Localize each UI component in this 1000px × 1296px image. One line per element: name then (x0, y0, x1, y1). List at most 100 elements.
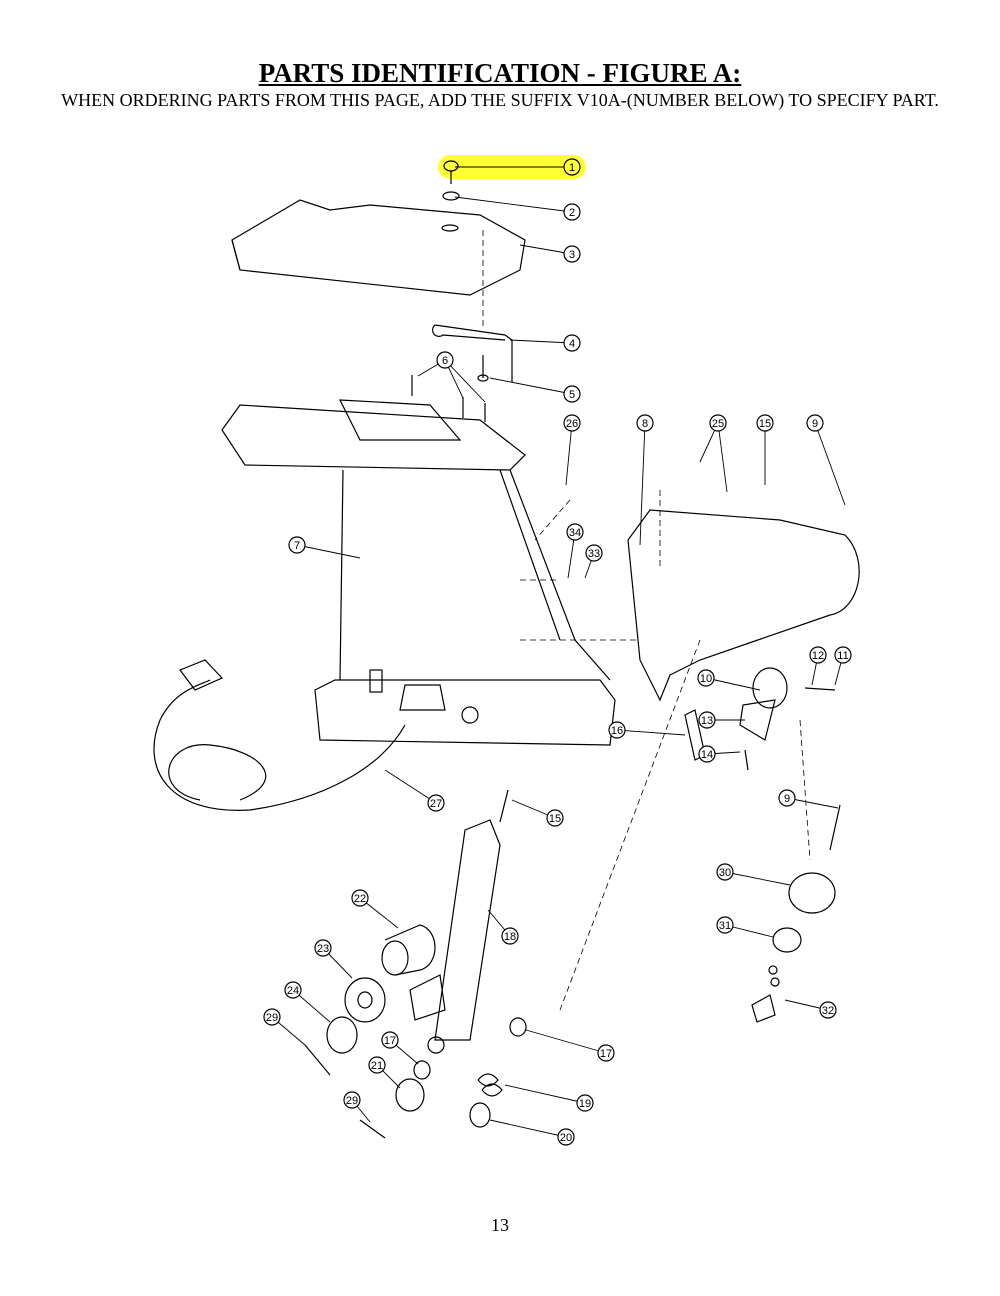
callout-9: 9 (778, 789, 839, 809)
leader-line (705, 677, 761, 691)
part-bracket (432, 324, 513, 382)
callout-circle (756, 414, 774, 432)
callout-circle (546, 809, 564, 827)
callout-circle (834, 646, 852, 664)
callout-circle (288, 536, 306, 554)
callout-label: 13 (701, 715, 713, 727)
callout-circle (263, 1008, 281, 1026)
callout-29: 29 (343, 1091, 371, 1123)
callout-label: 10 (700, 673, 712, 685)
callout-17: 17 (381, 1031, 419, 1065)
callout-circle (709, 414, 727, 432)
callout-15: 15 (756, 414, 774, 485)
part-roller (384, 924, 436, 976)
callout-label: 4 (569, 338, 575, 350)
callout-30: 30 (716, 863, 791, 886)
leader-line (489, 1119, 567, 1138)
callout-15: 15 (511, 799, 564, 827)
leader-line (454, 196, 573, 213)
callout-label: 12 (812, 650, 824, 662)
callout-label: 31 (719, 920, 731, 932)
leader-line (616, 729, 686, 736)
callout-circle (563, 158, 581, 176)
part-spring (477, 1073, 503, 1097)
callout-label: 29 (346, 1095, 358, 1107)
part-power-cord (153, 679, 406, 811)
callout-13: 13 (698, 711, 745, 729)
callout-label: 11 (837, 650, 848, 662)
leader-line (565, 422, 573, 486)
callout-14: 14 (698, 745, 741, 763)
leader-line (786, 797, 839, 809)
part-lever (434, 819, 501, 1041)
leader-line (525, 1029, 607, 1054)
callout-16: 16 (608, 721, 686, 739)
callout-1: 1 (455, 158, 581, 176)
callout-circle (585, 544, 603, 562)
callout-31: 31 (716, 916, 774, 938)
callout-label: 20 (560, 1132, 572, 1144)
part-knob (752, 667, 788, 709)
callout-circle (563, 334, 581, 352)
callout-8: 8 (636, 414, 654, 546)
callout-label: 25 (712, 418, 724, 430)
part-washer-24 (326, 1016, 358, 1054)
callout-label: 24 (287, 985, 299, 997)
callout-label: 17 (600, 1048, 612, 1060)
callout-circle (809, 646, 827, 664)
callout-2: 2 (454, 196, 581, 221)
callout-9: 9 (806, 414, 846, 506)
callout-3: 3 (519, 244, 581, 263)
part-pulley (344, 977, 386, 1023)
callout-circle (436, 351, 454, 369)
leader-line (814, 422, 846, 506)
dashed-guides (482, 230, 811, 1011)
leader-line (509, 339, 573, 344)
callout-label: 2 (569, 207, 575, 219)
callout-circle (566, 523, 584, 541)
callout-circle (806, 414, 824, 432)
callout-label: 34 (569, 527, 581, 539)
page-number: 13 (491, 1215, 509, 1235)
callout-circle (597, 1044, 615, 1062)
callout-22: 22 (351, 889, 399, 929)
callout-circle (697, 669, 715, 687)
callout-11: 11 (834, 646, 852, 686)
callout-34: 34 (566, 523, 584, 579)
part-mechanism-plate (221, 404, 526, 471)
parts-drawing (153, 160, 860, 1139)
callout-23: 23 (314, 939, 353, 979)
callout-24: 24 (284, 981, 331, 1023)
callout-32: 32 (784, 999, 837, 1019)
leader-line (384, 769, 437, 804)
callout-label: 8 (642, 418, 648, 430)
part-washer (442, 191, 460, 201)
callout-label: 21 (371, 1060, 383, 1072)
callout-circle (563, 414, 581, 432)
callout-7: 7 (288, 536, 361, 559)
callout-label: 33 (588, 548, 600, 560)
callout-circle (351, 889, 369, 907)
callout-label: 6 (442, 355, 448, 367)
page-title: PARTS IDENTIFICATION - FIGURE A: (258, 58, 742, 88)
leader-line (296, 544, 361, 559)
callout-circle (563, 385, 581, 403)
callout-circle (698, 745, 716, 763)
callout-label: 19 (579, 1098, 591, 1110)
callout-circle (563, 245, 581, 263)
callout-33: 33 (584, 544, 603, 579)
callout-circle (563, 203, 581, 221)
callout-circle (716, 916, 734, 934)
callout-circle (636, 414, 654, 432)
callout-circle (501, 927, 519, 945)
callout-circle (284, 981, 302, 999)
callout-circle (778, 789, 796, 807)
callout-20: 20 (489, 1119, 575, 1146)
callout-circle (557, 1128, 575, 1146)
callout-4: 4 (509, 334, 581, 352)
callout-17: 17 (525, 1029, 615, 1062)
part-cap (788, 872, 836, 914)
leader-line (724, 871, 791, 886)
callout-circle (343, 1091, 361, 1109)
